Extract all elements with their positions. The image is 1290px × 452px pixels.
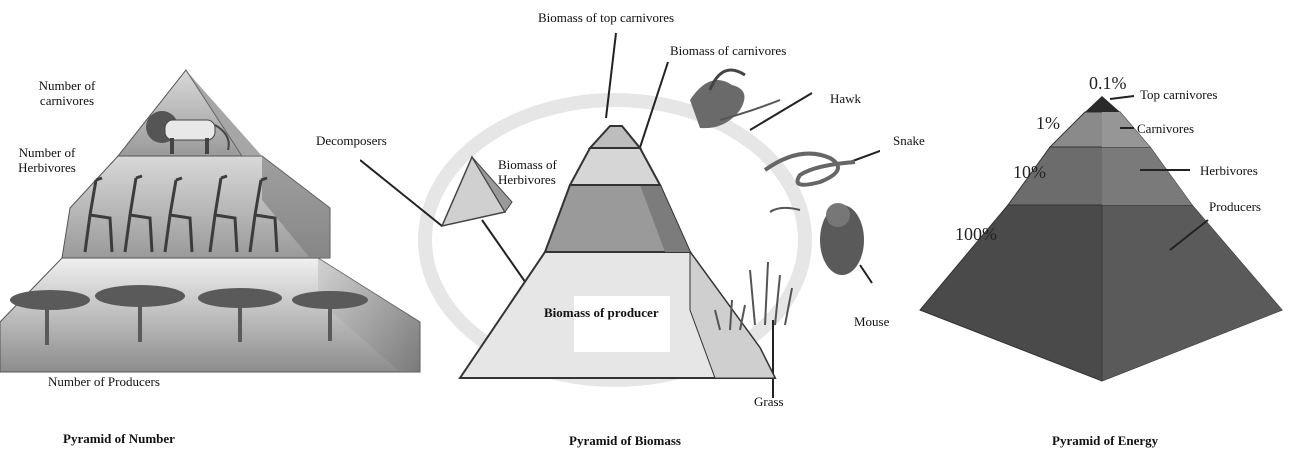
energy-pct-herbivores: 10%	[1013, 162, 1046, 183]
energy-pct-carnivores: 1%	[1036, 113, 1060, 134]
biomass-carnivores-label: Biomass of carnivores	[670, 43, 786, 58]
number-pyramid-caption: Pyramid of Number	[63, 431, 175, 447]
biomass-producer-label: Biomass of producer	[544, 305, 659, 320]
energy-top-carnivores-label: Top carnivores	[1140, 87, 1217, 102]
mouse-label: Mouse	[854, 314, 889, 329]
number-of-herbivores-label: Number of Herbivores	[11, 145, 83, 175]
biomass-herbivores-label: Biomass of Herbivores	[498, 157, 557, 187]
energy-herbivores-label: Herbivores	[1200, 163, 1258, 178]
carnivores-tier	[570, 148, 660, 185]
top-carnivores-tier	[590, 126, 640, 148]
biomass-pyramid-graphic	[360, 0, 880, 420]
energy-producers-label: Producers	[1209, 199, 1261, 214]
number-of-carnivores-label: Number of carnivores	[31, 78, 103, 108]
energy-pyramid-caption: Pyramid of Energy	[1052, 433, 1158, 449]
biomass-top-carnivores-label: Biomass of top carnivores	[538, 10, 674, 25]
energy-carnivores-label: Carnivores	[1137, 121, 1194, 136]
biomass-pyramid-caption: Pyramid of Biomass	[569, 433, 681, 449]
decomposers-label: Decomposers	[316, 133, 387, 148]
number-of-producers-label: Number of Producers	[48, 374, 160, 389]
energy-pct-top: 0.1%	[1089, 73, 1127, 94]
mouse-image	[770, 203, 864, 275]
hawk-label: Hawk	[830, 91, 861, 106]
energy-pct-producers: 100%	[955, 224, 997, 245]
grass-label: Grass	[754, 394, 784, 409]
